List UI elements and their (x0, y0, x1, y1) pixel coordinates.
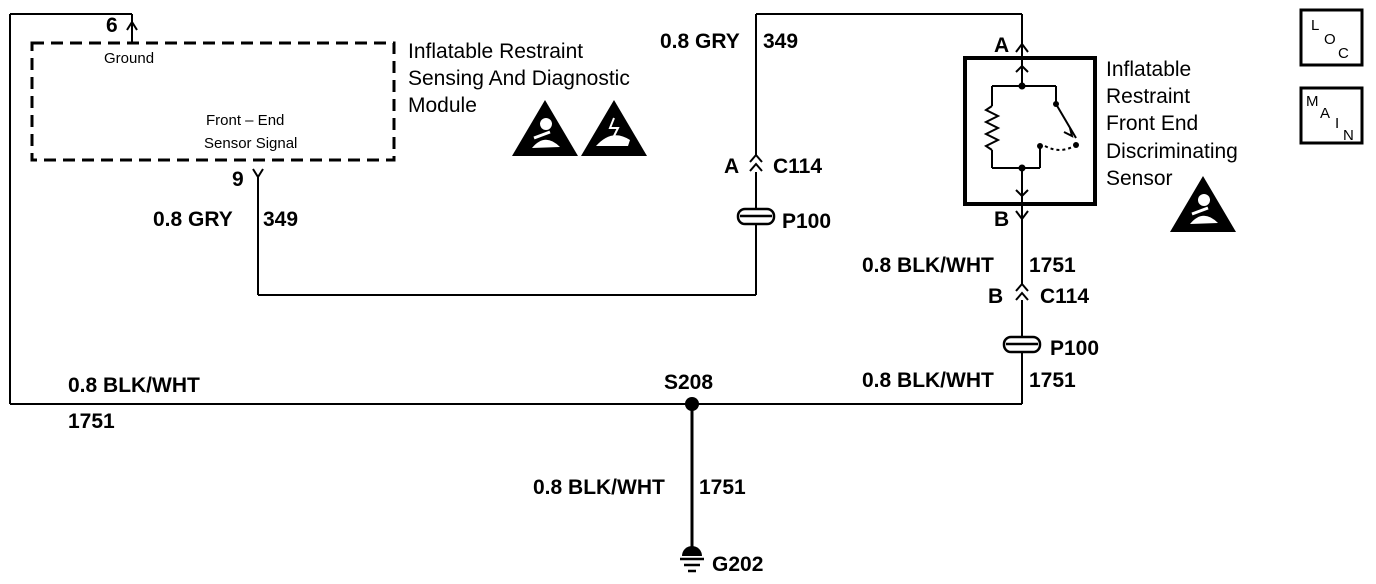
wire-blk-left-size: 0.8 BLK/WHT (68, 374, 200, 397)
esd-warning-icon (581, 100, 647, 156)
wire-gry-top-size: 0.8 GRY (660, 30, 740, 53)
s208-label: S208 (664, 371, 713, 394)
sdm-pin-signal-label-line1: Front – End (206, 112, 284, 129)
wire-gry-top-circuit: 349 (763, 30, 798, 53)
wire-blk-ground-size: 0.8 BLK/WHT (533, 476, 665, 499)
sir-warning-icon (512, 100, 578, 156)
wire-blk-left-circuit: 1751 (68, 410, 115, 433)
wire-gry-left-size: 0.8 GRY (153, 208, 233, 231)
sdm-title-line2: Sensing And Diagnostic (408, 67, 630, 90)
sdm-module-box (30, 41, 396, 162)
sensor-box (963, 56, 1097, 206)
c114-a-name: C114 (773, 155, 822, 178)
sdm-pin-signal-number: 9 (232, 168, 244, 191)
sensor-internal-circuit (983, 60, 1079, 202)
c114-b-name: C114 (1040, 285, 1089, 308)
sdm-title-line1: Inflatable Restraint (408, 40, 583, 63)
sensor-pin-a-connector-icon (1015, 42, 1029, 58)
sensor-pin-a: A (994, 34, 1009, 57)
p100-left-passthrough-icon (736, 207, 776, 226)
loc-button-o: O (1324, 31, 1336, 48)
p100-left-label: P100 (782, 210, 831, 233)
sensor-title-line1: Inflatable (1106, 58, 1191, 81)
c114-b-connector-icon (1015, 282, 1029, 301)
sdm-title-line3: Module (408, 94, 477, 117)
wire-blk-ground-circuit: 1751 (699, 476, 746, 499)
loc-button-c: C (1338, 45, 1349, 62)
wire-blk-sensor-size: 0.8 BLK/WHT (862, 254, 994, 277)
wire-blk-sensor-circuit: 1751 (1029, 254, 1076, 277)
sensor-title-line3: Front End (1106, 112, 1198, 135)
sdm-pin-ground-number: 6 (106, 14, 118, 37)
sdm-pin-signal-connector-icon (252, 168, 264, 186)
sensor-title-line4: Discriminating (1106, 140, 1238, 163)
g202-ground-icon (680, 546, 704, 573)
c114-b-pin: B (988, 285, 1003, 308)
sdm-pin-ground-connector-icon (126, 20, 138, 43)
sensor-pin-b: B (994, 208, 1009, 231)
wire-blk-lower-right-circuit: 1751 (1029, 369, 1076, 392)
wire-gry-left-circuit: 349 (263, 208, 298, 231)
c114-a-pin: A (724, 155, 739, 178)
main-button-i: I (1335, 115, 1339, 132)
sensor-title-line5: Sensor (1106, 167, 1173, 190)
main-button-n: N (1343, 127, 1354, 144)
sdm-pin-ground-label: Ground (104, 50, 154, 67)
main-button-a: A (1320, 105, 1330, 122)
c114-a-connector-icon (749, 153, 763, 172)
p100-right-label: P100 (1050, 337, 1099, 360)
main-button[interactable]: M A I N (1299, 86, 1364, 145)
g202-label: G202 (712, 553, 763, 576)
loc-button-l: L (1311, 17, 1319, 34)
wire-blk-lower-right-size: 0.8 BLK/WHT (862, 369, 994, 392)
sensor-title-line2: Restraint (1106, 85, 1190, 108)
main-button-m: M (1306, 93, 1319, 110)
sensor-sir-warning-icon (1170, 176, 1236, 232)
p100-right-passthrough-icon (1002, 335, 1042, 354)
loc-button[interactable]: L O C (1299, 8, 1364, 67)
sdm-pin-signal-label-line2: Sensor Signal (204, 135, 297, 152)
sensor-pin-b-connector-icon (1015, 204, 1029, 221)
